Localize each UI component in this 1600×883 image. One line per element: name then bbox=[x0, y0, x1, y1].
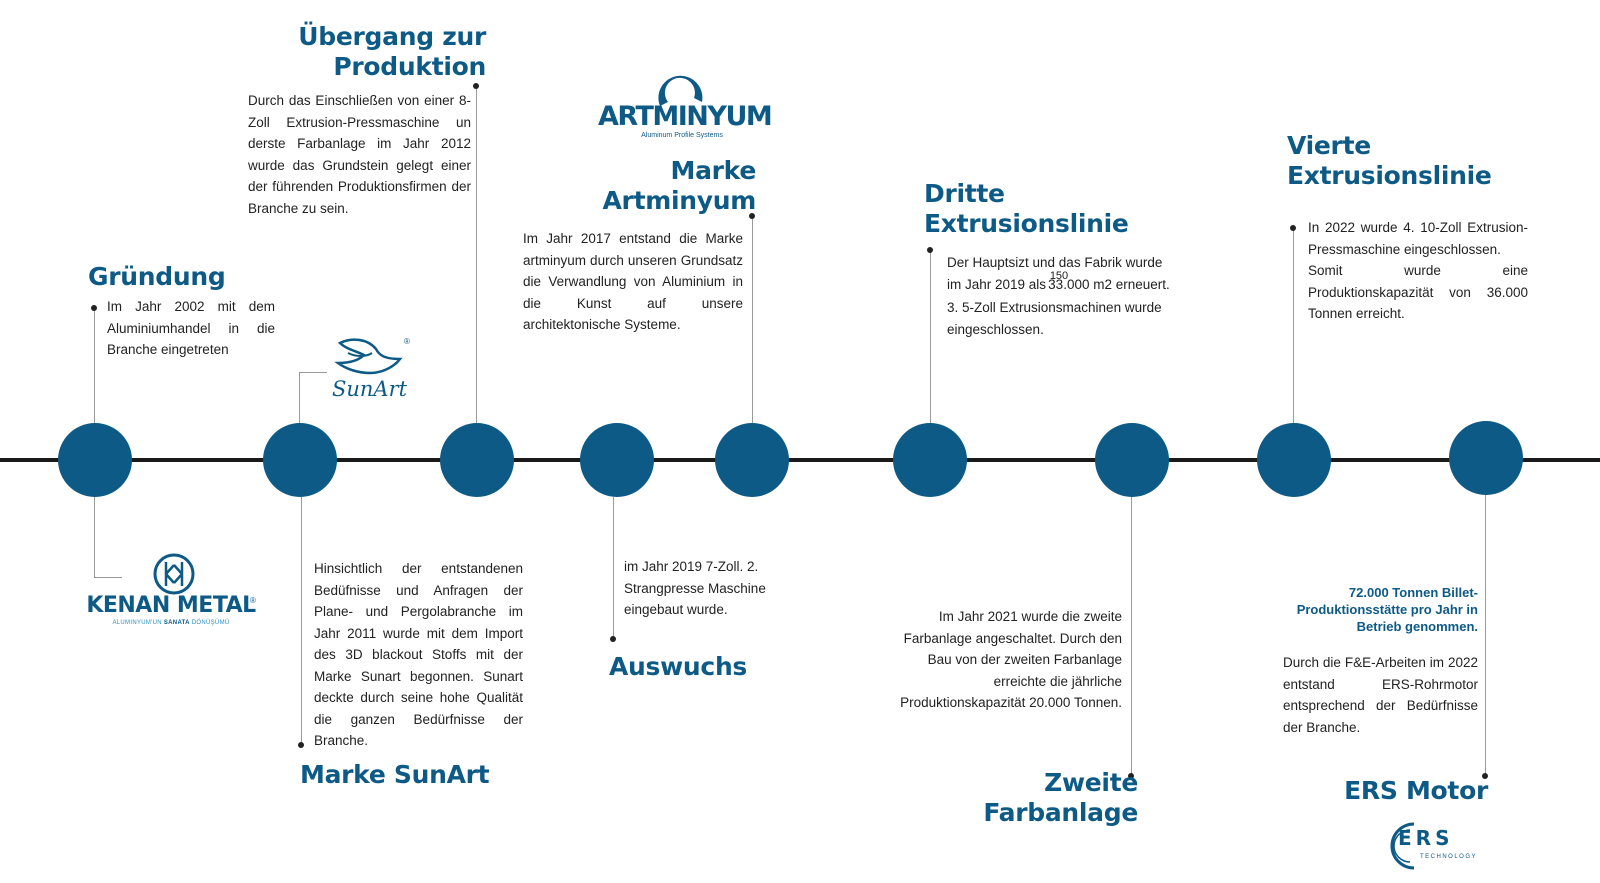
connector-line bbox=[1293, 228, 1294, 423]
milestone-description: Hinsichtlich der entstandenen Bedüfnisse… bbox=[314, 561, 523, 748]
milestone-marker bbox=[440, 423, 514, 497]
milestone-title: Gründung bbox=[88, 262, 226, 291]
milestone-description: Durch das Einschließen von einer 8-Zoll … bbox=[248, 93, 471, 216]
milestone-title: Marke Artminyum bbox=[602, 156, 757, 215]
kenan-metal-logo: KENAN METAL ® ALUMINYUM'UN SANATA DÖNÜŞÜ… bbox=[80, 552, 262, 632]
connector-line bbox=[94, 577, 122, 578]
kenan-emblem-icon bbox=[153, 553, 195, 595]
connector-line bbox=[1131, 497, 1132, 776]
milestone-title: Auswuchs bbox=[609, 652, 748, 681]
milestone-text-line: Der Hauptsizt und das Fabrik wurde bbox=[947, 255, 1163, 270]
milestone-description: Im Jahr 2017 entstand die Marke artminyu… bbox=[523, 231, 743, 332]
milestone-description: Der Hauptsizt und das Fabrik wurde im Ja… bbox=[947, 252, 1205, 340]
kenan-logo-name: KENAN METAL bbox=[86, 593, 256, 618]
sunart-swan-icon bbox=[334, 338, 403, 375]
artminyum-logo-reg: ® bbox=[748, 119, 754, 126]
sunart-logo-reg: ® bbox=[404, 337, 410, 346]
milestone-title: Vierte Extrusionslinie bbox=[1287, 131, 1492, 190]
connector-line bbox=[476, 86, 477, 423]
connector-line bbox=[94, 497, 95, 577]
connector-line bbox=[299, 372, 327, 373]
milestone-description: im Jahr 2019 7-Zoll. 2. Strangpresse Mas… bbox=[624, 559, 766, 617]
timeline-axis bbox=[0, 458, 1600, 462]
artminyum-sun-icon bbox=[658, 75, 703, 106]
milestone-description: In 2022 wurde 4. 10-Zoll Extrusion-Press… bbox=[1308, 217, 1528, 325]
connector-line bbox=[1485, 495, 1486, 776]
kenan-logo-reg: ® bbox=[250, 596, 256, 605]
milestone-title: Zweite Farbanlage bbox=[983, 768, 1138, 827]
ers-ring-icon bbox=[1390, 822, 1415, 870]
milestone-marker bbox=[263, 423, 337, 497]
artminyum-logo-name: ARTMINYUM bbox=[598, 101, 773, 132]
connector-dot bbox=[298, 742, 304, 748]
milestone-text-line: In 2022 wurde 4. 10-Zoll Extrusion-Press… bbox=[1308, 220, 1528, 257]
milestone-marker bbox=[893, 423, 967, 497]
milestone-marker bbox=[1095, 423, 1169, 497]
connector-dot bbox=[473, 83, 479, 89]
milestone-marker bbox=[1257, 423, 1331, 497]
milestone-text-line: Somit wurde eine Produktionskapazität vo… bbox=[1308, 263, 1528, 321]
artminyum-logo: ARTMINYUM ® Aluminum Profile Systems bbox=[598, 72, 773, 142]
milestone-description: Durch die F&E-Arbeiten im 2022 entstand … bbox=[1283, 655, 1478, 735]
ers-logo-tagline: TECHNOLOGY bbox=[1420, 854, 1478, 860]
connector-dot bbox=[1128, 773, 1134, 779]
connector-dot bbox=[749, 213, 755, 219]
connector-line bbox=[299, 372, 300, 423]
connector-line bbox=[930, 250, 931, 423]
milestone-text-line: 3. 5-Zoll Extrusionsmachinen wurde einge… bbox=[947, 300, 1162, 337]
milestone-title: ERS Motor bbox=[1344, 776, 1488, 805]
milestone-description: Im Jahr 2021 wurde die zweite Farbanlage… bbox=[900, 609, 1122, 710]
milestone-title: Übergang zur Produktion bbox=[298, 22, 486, 81]
superscript-value: 150 bbox=[1049, 269, 1069, 282]
milestone-description: Im Jahr 2002 mit dem Aluminiumhandel in … bbox=[107, 299, 275, 357]
connector-line bbox=[613, 497, 614, 639]
connector-dot bbox=[1482, 773, 1488, 779]
connector-line bbox=[301, 497, 302, 745]
connector-line bbox=[94, 308, 95, 423]
milestone-marker bbox=[58, 423, 132, 497]
connector-dot bbox=[91, 305, 97, 311]
connector-dot bbox=[1290, 225, 1296, 231]
connector-line bbox=[752, 216, 753, 423]
sunart-logo-name: SunArt bbox=[332, 377, 408, 401]
sunart-logo: ® SunArt bbox=[330, 337, 415, 403]
connector-dot bbox=[927, 247, 933, 253]
milestone-text-line: im Jahr 2019 als bbox=[947, 276, 1050, 292]
milestone-title: Dritte Extrusionslinie bbox=[924, 179, 1129, 238]
milestone-marker bbox=[580, 423, 654, 497]
milestone-note: 72.000 Tonnen Billet-Produktionsstätte p… bbox=[1296, 585, 1478, 634]
ers-technology-logo: ERS TECHNOLOGY bbox=[1382, 818, 1482, 874]
ers-logo-name: ERS bbox=[1398, 826, 1454, 850]
milestone-title: Marke SunArt bbox=[300, 760, 490, 789]
kenan-logo-tagline: ALUMINYUM'UN SANATA DÖNÜŞÜMÜ bbox=[112, 620, 230, 626]
milestone-text-line: 33.000 m2 erneuert. bbox=[1048, 276, 1170, 292]
milestone-marker bbox=[715, 423, 789, 497]
milestone-marker bbox=[1449, 421, 1523, 495]
artminyum-logo-tagline: Aluminum Profile Systems bbox=[641, 132, 723, 139]
connector-dot bbox=[610, 636, 616, 642]
